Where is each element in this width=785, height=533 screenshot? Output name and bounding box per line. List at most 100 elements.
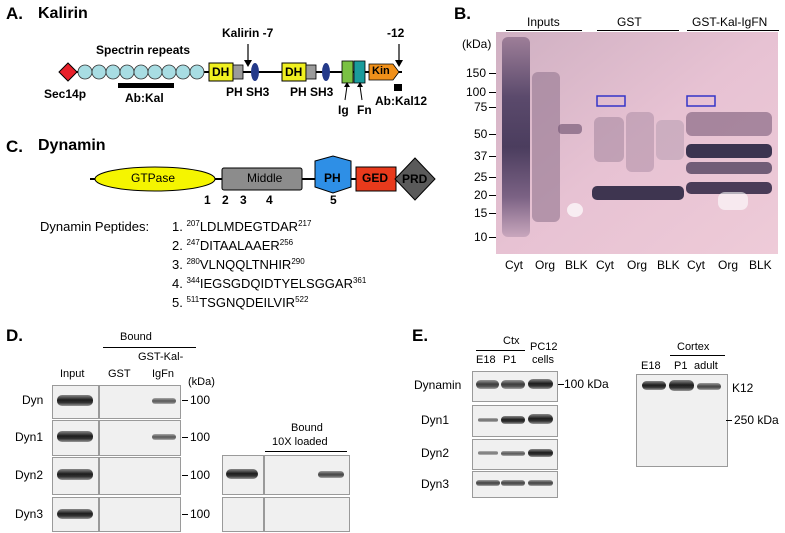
blot-dyn2-bound [99, 457, 181, 495]
kalirin7-label: Kalirin -7 [222, 26, 274, 40]
group-label-gstkal: GST-Kal-IgFN [692, 15, 768, 29]
size-100-label: 100 kDa [564, 377, 609, 391]
group-line-gstkal [687, 30, 779, 31]
size-250-label: 250 kDa [734, 413, 779, 427]
middle-text: Middle [247, 171, 283, 185]
peptide-start: 280 [186, 257, 200, 266]
peptide-end: 217 [298, 219, 312, 228]
panel-a-label: A. [6, 4, 23, 23]
peptide-seq: VLNQQLTNHIR [199, 257, 292, 272]
kinase-domain [368, 63, 400, 81]
peptide-num: 4. [172, 276, 183, 291]
peptide-num-2: 2 [222, 193, 229, 207]
mw-marker-label: 25 [474, 170, 488, 184]
mw-marker-label: 50 [474, 127, 488, 141]
ctx-line [476, 350, 525, 351]
mw-marker-tick [489, 177, 496, 178]
size-label-d: 100 [190, 507, 211, 521]
dh2-text: DH [285, 65, 303, 79]
e18-label-k12: E18 [641, 360, 661, 372]
gst-band [592, 186, 684, 200]
ged-domain [355, 166, 397, 192]
group-label-inputs: Inputs [527, 15, 560, 29]
peptide-row: 5. 511TSGNQDEILVIR522 [172, 295, 308, 310]
gst-label-d: GST [108, 368, 131, 380]
lane-label: BLK [657, 258, 680, 272]
lane-label: Org [535, 258, 556, 272]
peptide-end: 522 [295, 295, 309, 304]
mw-marker-label: 37 [474, 149, 488, 163]
lane-label: BLK [749, 258, 772, 272]
sec14p-label: Sec14p [44, 87, 87, 101]
size-label-d: 100 [190, 393, 211, 407]
peptide-seq: LDLMDEGTDAR [199, 219, 299, 234]
bound10x-label2: 10X loaded [272, 436, 328, 448]
e18-label-e: E18 [476, 354, 496, 366]
lane-label: BLK [565, 258, 588, 272]
panel-c-title: Dynamin [38, 137, 106, 154]
prd-text: PRD [402, 172, 428, 186]
abkal12-label: Ab:Kal12 [375, 94, 428, 108]
cortex-label: Cortex [677, 341, 710, 353]
lane-cyt-input [502, 37, 530, 237]
input-label: Input [60, 368, 85, 380]
ig-domain [341, 60, 354, 84]
peptides-title: Dynamin Peptides: [40, 219, 150, 234]
peptide-num-4: 4 [266, 193, 273, 207]
peptide-row: 1. 207LDLMDEGTDAR217 [172, 219, 311, 234]
ph2-domain [305, 64, 317, 80]
mw-marker-tick [489, 92, 496, 93]
abkal-bar [118, 83, 174, 88]
peptide-row: 3. 280VLNQQLTNHIR290 [172, 257, 305, 272]
mw-marker-tick [489, 156, 496, 157]
mw-marker-tick [489, 107, 496, 108]
spectrin-label: Spectrin repeats [96, 43, 191, 57]
abkal12-bar [394, 84, 402, 91]
peptide-num: 5. [172, 295, 183, 310]
peptide-start: 511 [186, 295, 200, 304]
pc12-label: PC12 [530, 341, 558, 353]
peptide-num: 3. [172, 257, 183, 272]
blot-dyn3-10x-bound [264, 497, 350, 532]
peptide-row: 2. 247DITAALAAER256 [172, 238, 293, 253]
row-label-e-dyn1: Dyn1 [421, 413, 450, 427]
mw-marker-tick [489, 195, 496, 196]
abkal-label: Ab:Kal [125, 91, 164, 105]
ig-label: Ig [338, 103, 349, 117]
bound10x-label: Bound [291, 422, 323, 434]
blot-dyn3-10x-input [222, 497, 264, 532]
peptide-end: 256 [279, 238, 294, 247]
p1-label-e: P1 [503, 354, 517, 366]
bound10x-line [265, 451, 347, 452]
peptide-seq: IEGSGDQIDTYELSGGAR [199, 276, 353, 291]
peptide-seq: DITAALAAER [199, 238, 280, 253]
p1-label-k12: P1 [674, 360, 688, 372]
adult-label: adult [694, 360, 718, 372]
panel-c-label: C. [6, 137, 23, 156]
peptide-start: 207 [186, 219, 200, 228]
gel-image [496, 32, 778, 254]
sh3-1-domain [251, 63, 259, 81]
mw-marker-tick [489, 73, 496, 74]
row-label-dyn2: Dyn2 [15, 468, 44, 482]
ph1-domain [232, 64, 244, 80]
size-label-d: 100 [190, 430, 211, 444]
prd-domain [394, 157, 436, 201]
row-label-dyn1: Dyn1 [15, 430, 44, 444]
peptide-num: 1. [172, 219, 183, 234]
sh3-2-domain [322, 63, 330, 81]
mw-marker-tick [489, 213, 496, 214]
peptide-num-3: 3 [240, 193, 247, 207]
highlight-box-gstkal [686, 95, 716, 107]
spectrin-repeats [77, 64, 205, 80]
cortex-line [670, 355, 725, 356]
fn-domain [353, 60, 366, 84]
lane-org-input [532, 72, 560, 222]
mw-marker-label: 10 [474, 230, 488, 244]
group-label-gst: GST [617, 15, 642, 29]
ph-sh3-1-label: PH SH3 [226, 85, 270, 99]
sec14p-domain [58, 62, 78, 82]
panel-e-label: E. [412, 326, 429, 345]
kda-label-d: (kDa) [188, 376, 215, 388]
mw-marker-tick [489, 237, 496, 238]
